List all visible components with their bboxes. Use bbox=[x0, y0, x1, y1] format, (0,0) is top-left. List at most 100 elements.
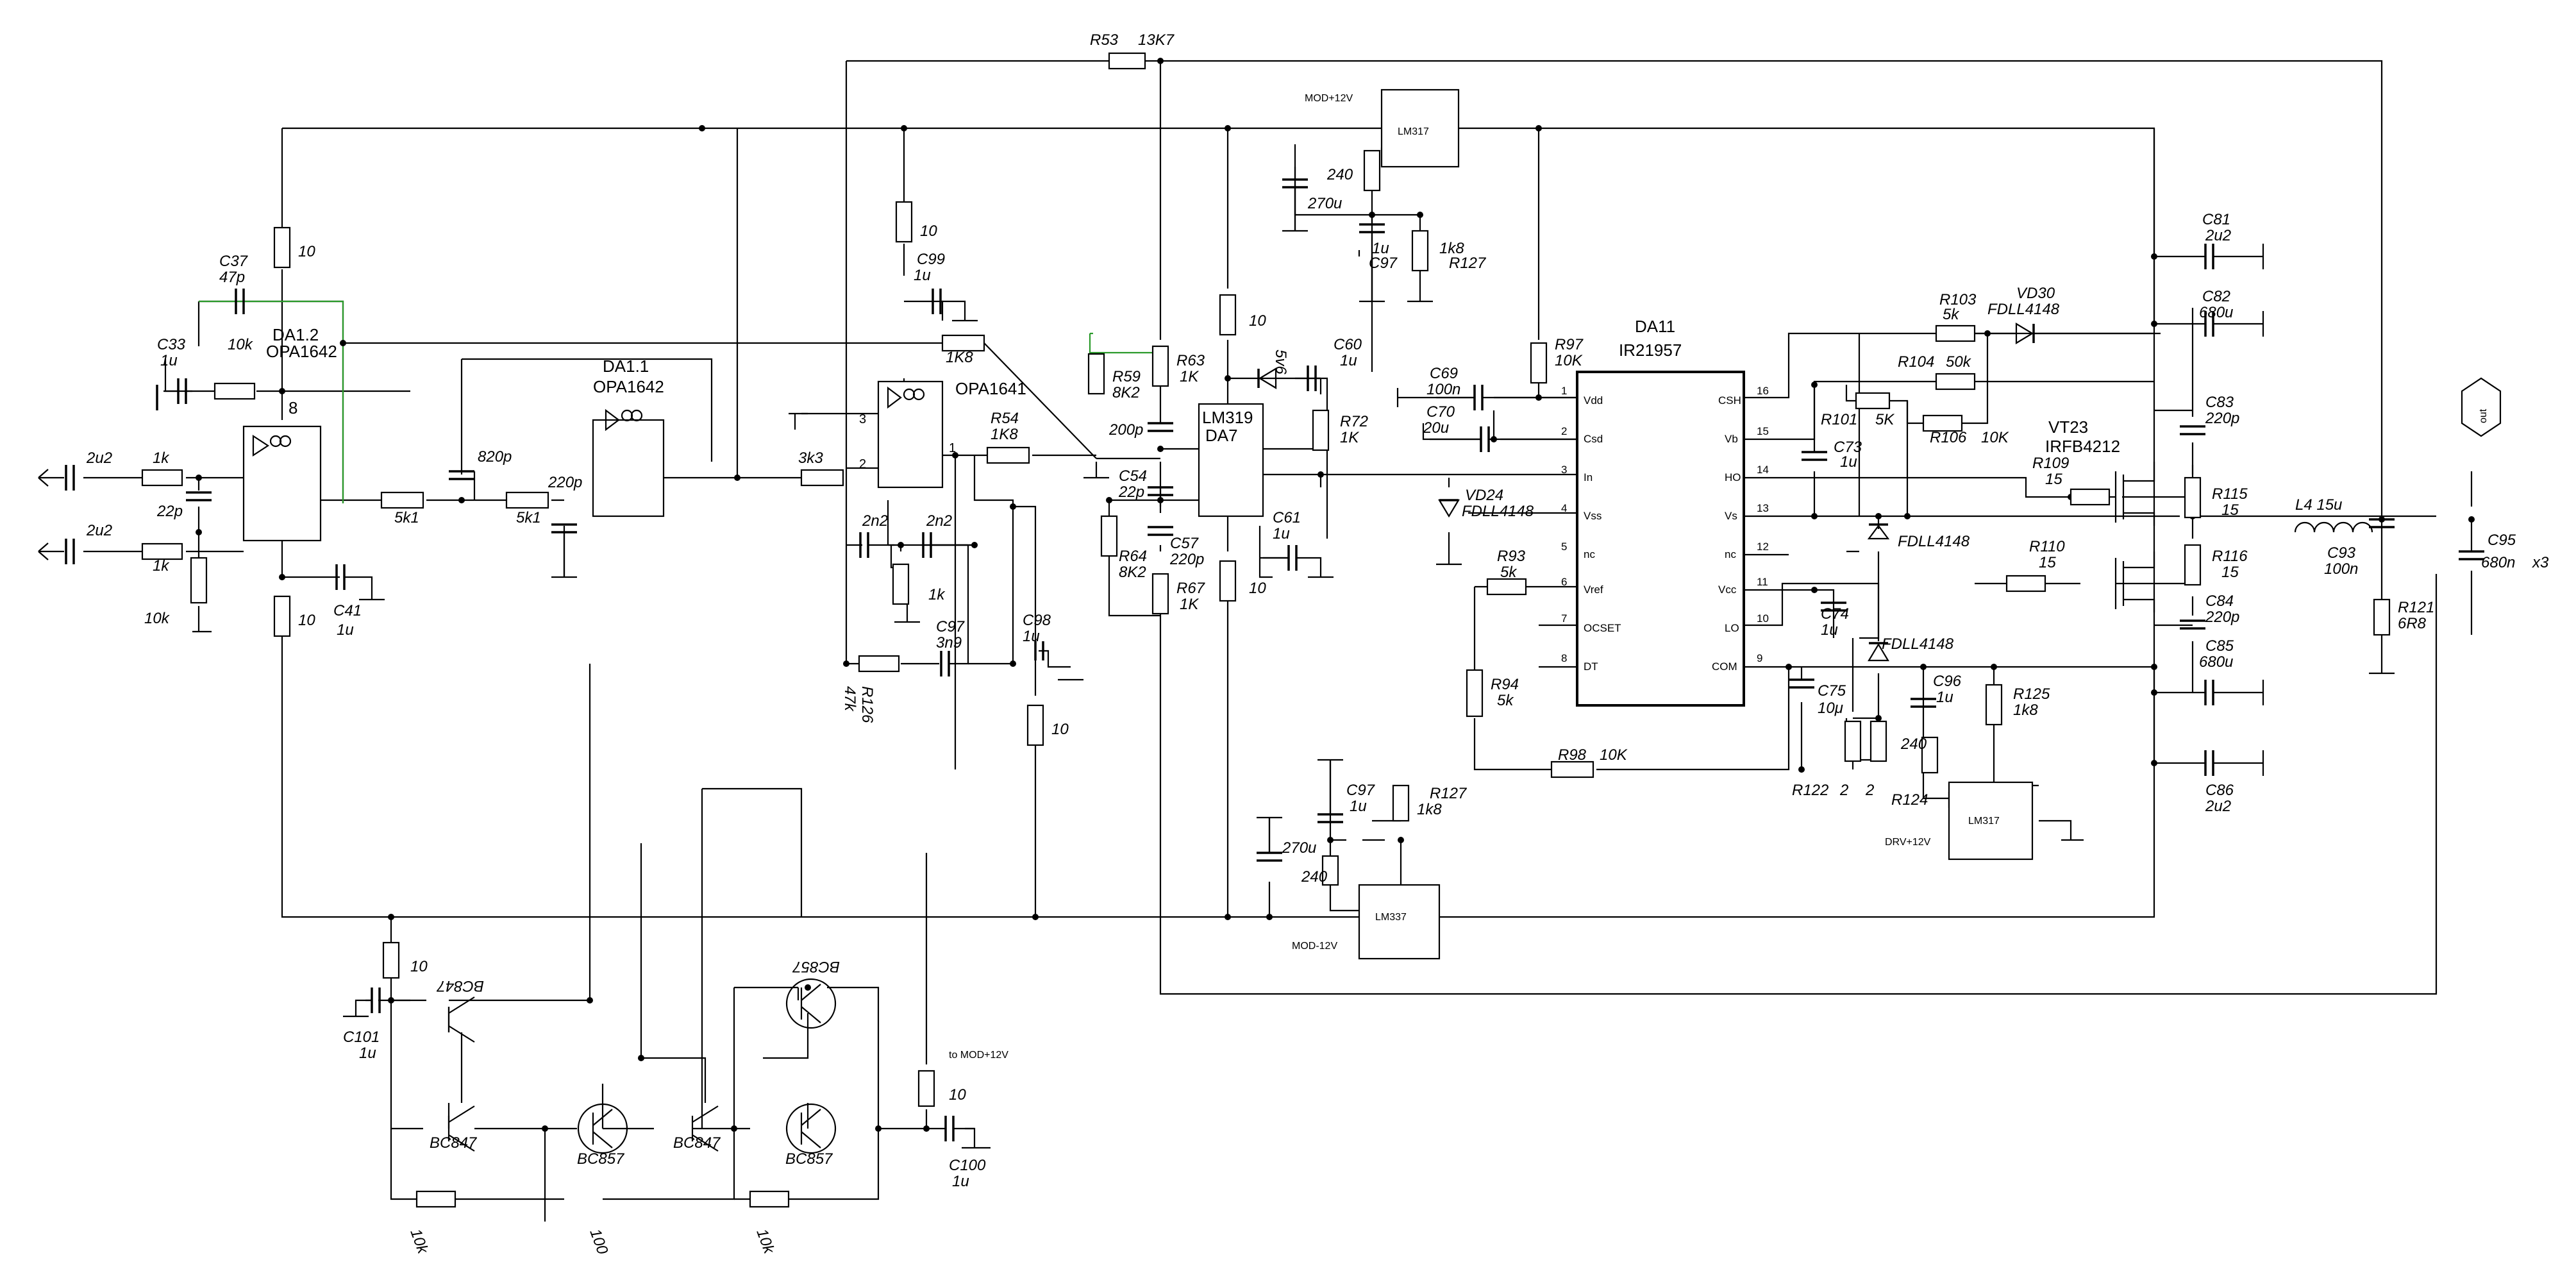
label-c95: C95 bbox=[2488, 532, 2516, 549]
opa1641-pin3: 3 bbox=[859, 412, 866, 426]
label-vd30v: FDLL4148 bbox=[1987, 301, 2060, 318]
opamp-da1-1 bbox=[592, 419, 665, 517]
resistor-r109 bbox=[2070, 488, 2111, 506]
label-r72: R72 bbox=[1340, 413, 1368, 430]
da11-pin-16: 16 bbox=[1757, 385, 1769, 397]
resistor-r97 bbox=[1530, 342, 1548, 384]
label-r10-cmp: 10 bbox=[1249, 580, 1266, 597]
label-r3k3: 3k3 bbox=[798, 450, 823, 467]
resistor-r63 bbox=[1151, 345, 1169, 387]
label-c97c: C97 bbox=[1346, 782, 1376, 799]
label-r5k1b: 5k1 bbox=[516, 509, 541, 526]
label-r100: 100 bbox=[586, 1227, 611, 1257]
bc857-b bbox=[785, 1103, 837, 1154]
da11-pin-vb: Vb bbox=[1725, 433, 1738, 445]
label-r124: R124 bbox=[1891, 791, 1928, 809]
resistor-r104 bbox=[1935, 373, 1976, 391]
regulator-lm317-top bbox=[1380, 88, 1460, 168]
regulator-lm317-drv bbox=[1948, 781, 2034, 861]
lm317-top-part: LM317 bbox=[1398, 126, 1429, 137]
opa1641-pin1: 1 bbox=[949, 441, 956, 455]
da11-pin-14: 14 bbox=[1757, 464, 1769, 476]
label-r93v: 5k bbox=[1500, 564, 1518, 581]
label-vd24v: FDLL4148 bbox=[1462, 503, 1534, 520]
ic-blocks bbox=[242, 88, 2502, 960]
label-r97: R97 bbox=[1555, 336, 1584, 353]
opa1641-part: OPA1641 bbox=[955, 379, 1026, 398]
label-r116v: 15 bbox=[2221, 564, 2239, 581]
label-r103: R103 bbox=[1939, 291, 1977, 308]
label-r54: R54 bbox=[991, 410, 1019, 427]
da11-pin-vcc: Vcc bbox=[1718, 584, 1737, 596]
resistor-1k-b bbox=[141, 542, 183, 560]
label-c820p: 820p bbox=[478, 448, 512, 466]
label-c95x: x3 bbox=[2532, 554, 2549, 571]
da11-pin-vss: Vss bbox=[1584, 510, 1602, 522]
label-c240c: 240 bbox=[1301, 868, 1328, 886]
bc847-a bbox=[447, 996, 475, 1043]
label-c74v: 1u bbox=[1821, 621, 1838, 639]
label-bc857b: BC857 bbox=[785, 1150, 833, 1168]
resistors bbox=[141, 52, 2391, 1208]
label-c54v: 22p bbox=[1118, 483, 1144, 501]
bc847-c bbox=[691, 1105, 719, 1152]
label-c96: C96 bbox=[1933, 673, 1962, 690]
label-c100v: 1u bbox=[952, 1173, 969, 1190]
label-r54v: 1K8 bbox=[991, 426, 1018, 443]
label-r101: R101 bbox=[1821, 411, 1857, 428]
label-fdll-a: FDLL4148 bbox=[1898, 533, 1970, 550]
resistor-r103 bbox=[1935, 324, 1976, 342]
label-r53: R53 bbox=[1090, 31, 1119, 49]
resistor-r101 bbox=[1855, 392, 1891, 410]
da11-pin-vdd: Vdd bbox=[1584, 394, 1603, 407]
label-r93: R93 bbox=[1497, 548, 1526, 565]
lm317-top-rail: MOD+12V bbox=[1305, 93, 1353, 104]
da11-pin-5: 5 bbox=[1561, 541, 1567, 553]
da1-2-pin: 8 bbox=[289, 398, 297, 417]
label-c93: C93 bbox=[2327, 544, 2356, 562]
opamp-da1-2 bbox=[242, 425, 322, 542]
bc857-a bbox=[577, 1103, 628, 1154]
label-l4: L4 15u bbox=[2295, 496, 2342, 514]
label-r10-top: 10 bbox=[298, 243, 315, 260]
label-c2u2b: 2u2 bbox=[86, 522, 112, 539]
label-r109v: 15 bbox=[2045, 471, 2062, 488]
label-r10-bot: 10 bbox=[298, 612, 315, 629]
label-c33v: 1u bbox=[160, 352, 178, 369]
lm337-part: LM337 bbox=[1375, 912, 1407, 923]
resistor-r94 bbox=[1466, 669, 1484, 718]
label-r1k-opa: 1k bbox=[928, 586, 946, 603]
resistor-r125 bbox=[1985, 684, 2003, 726]
vt23-part: IRFB4212 bbox=[2045, 437, 2120, 456]
label-r10k-qb: 10k bbox=[753, 1227, 778, 1257]
label-c75: C75 bbox=[1818, 682, 1846, 700]
green-feedback-wires bbox=[199, 300, 1160, 503]
label-r63: R63 bbox=[1176, 352, 1205, 369]
resistor-10k-qb bbox=[749, 1190, 790, 1208]
label-c97a: C97 bbox=[936, 618, 966, 635]
label-c97b: C97 bbox=[1369, 255, 1398, 272]
label-bc857c: BC857 bbox=[792, 958, 840, 975]
da7-ref: DA7 bbox=[1205, 426, 1238, 445]
label-r104: R104 bbox=[1898, 353, 1934, 371]
resistor-1k8-fb bbox=[941, 334, 985, 352]
resistor-5k1-b bbox=[505, 491, 549, 509]
label-r10-z: 10 bbox=[1249, 312, 1266, 330]
label-r94: R94 bbox=[1491, 676, 1519, 693]
label-r106v: 10K bbox=[1981, 429, 2009, 446]
da11-pin-8: 8 bbox=[1561, 652, 1567, 664]
da11-pin-13: 13 bbox=[1757, 502, 1769, 514]
resistor-r122-a bbox=[1844, 720, 1862, 762]
label-r106: R106 bbox=[1930, 429, 1967, 446]
resistor-r98 bbox=[1550, 761, 1594, 778]
da1-2-ref: DA1.2 bbox=[272, 325, 319, 344]
resistor-10-bot bbox=[273, 595, 291, 637]
label-r110: R110 bbox=[2029, 538, 2065, 555]
label-c61: C61 bbox=[1273, 509, 1301, 526]
label-r10k-qa: 10k bbox=[406, 1227, 431, 1257]
label-r94v: 5k bbox=[1497, 692, 1514, 709]
label-c73: C73 bbox=[1834, 439, 1862, 456]
label-c75v: 10μ bbox=[1818, 700, 1843, 717]
label-r10-c98: 10 bbox=[1051, 721, 1069, 738]
label-r10k-in: 10k bbox=[144, 610, 171, 627]
